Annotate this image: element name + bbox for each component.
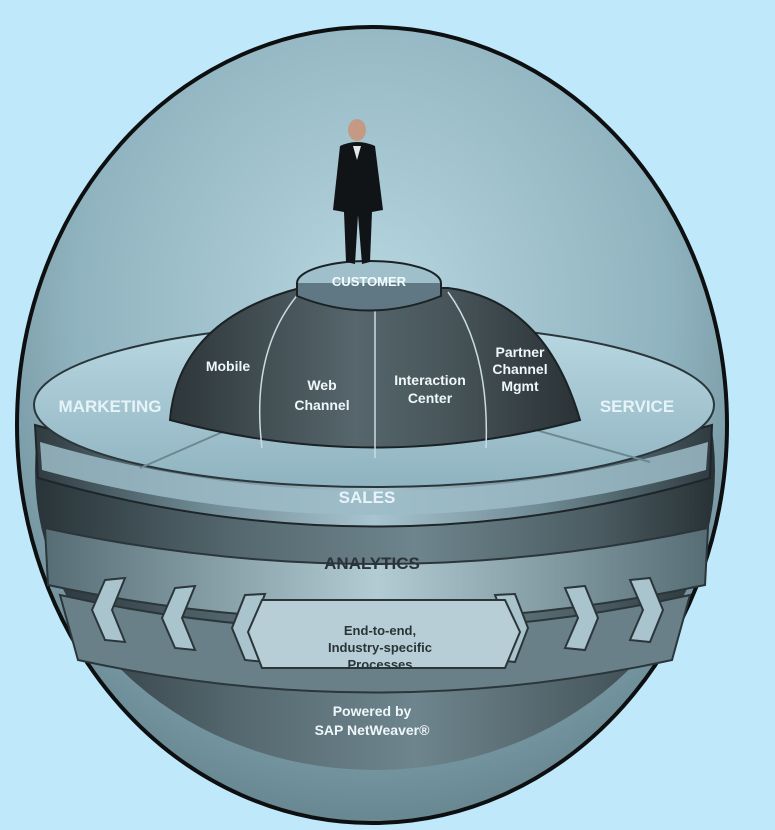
dome-label-web: Web [307, 377, 336, 393]
customer-figure [333, 119, 383, 264]
dome-label-mobile: Mobile [206, 358, 251, 374]
sales-rim-band [40, 442, 708, 515]
dome-label-center: Center [408, 390, 453, 406]
service-label: SERVICE [600, 397, 674, 416]
foundation-label-line1: Powered by [333, 703, 412, 719]
processes-label-line3: Processes [347, 657, 412, 672]
customer-hub-edge [296, 283, 442, 312]
dome-label-mgmt: Mgmt [501, 378, 539, 394]
dome-label-interaction: Interaction [394, 372, 466, 388]
sales-label: SALES [339, 488, 396, 507]
dome-label-channel: Channel [294, 397, 349, 413]
process-panel [246, 599, 522, 669]
foundation-label-line2: SAP NetWeaver® [315, 722, 431, 738]
analytics-label: ANALYTICS [324, 554, 420, 573]
processes-label-line2: Industry-specific [328, 640, 432, 655]
dome-label-partner: Partner [495, 344, 545, 360]
processes-label-line1: End-to-end, [344, 623, 416, 638]
customer-label: CUSTOMER [332, 274, 407, 289]
marketing-label: MARKETING [59, 397, 162, 416]
process-chevrons [90, 576, 665, 664]
dome-label-partner-channel: Channel [492, 361, 547, 377]
